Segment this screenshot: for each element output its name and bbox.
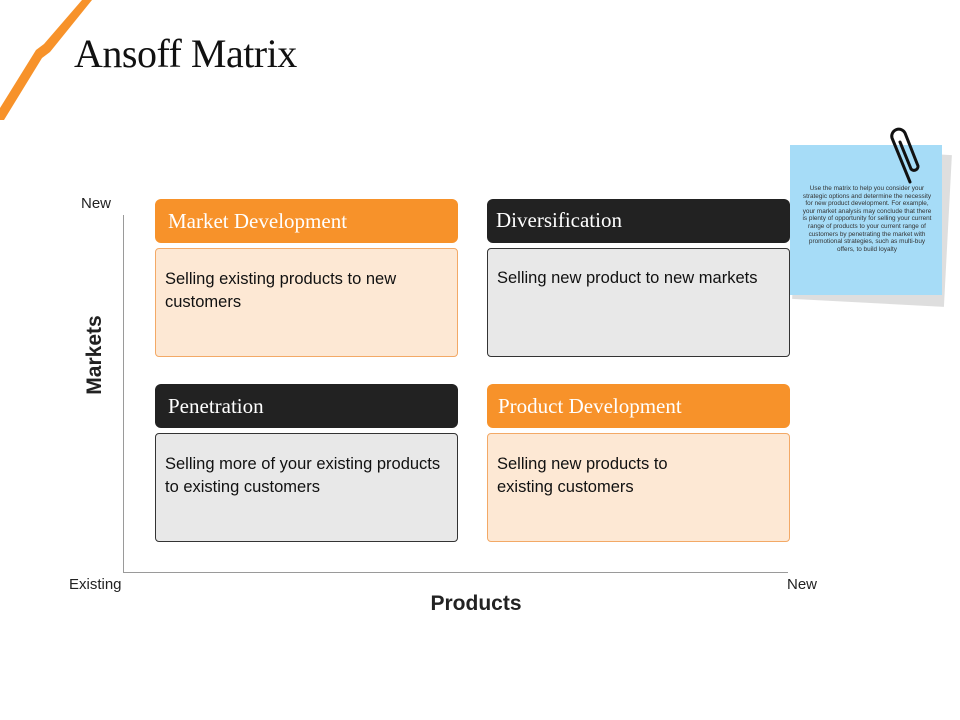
x-axis-origin-label: Existing [69, 576, 122, 593]
quadrant-product-development-body: Selling new products to existing custome… [487, 433, 790, 542]
page-title: Ansoff Matrix [74, 31, 297, 76]
quadrant-penetration-header: Penetration [155, 384, 458, 428]
lightning-bolt-icon [0, 0, 92, 120]
y-axis-top-label: New [81, 195, 112, 212]
quadrant-diversification-body: Selling new product to new markets [487, 248, 790, 357]
x-axis-line [123, 572, 788, 573]
quadrant-penetration-body: Selling more of your existing products t… [155, 433, 458, 542]
quadrant-market-development-body: Selling existing products to new custome… [155, 248, 458, 357]
y-axis-line [123, 215, 124, 572]
y-axis-title: Markets [83, 315, 106, 395]
quadrant-market-development-header: Market Development [155, 199, 458, 243]
x-axis-title: Products [430, 592, 522, 615]
quadrant-product-development-header: Product Development [487, 384, 790, 428]
quadrant-diversification-header: Diversification [487, 199, 790, 243]
paperclip-icon [890, 127, 920, 184]
x-axis-right-label: New [787, 576, 818, 593]
